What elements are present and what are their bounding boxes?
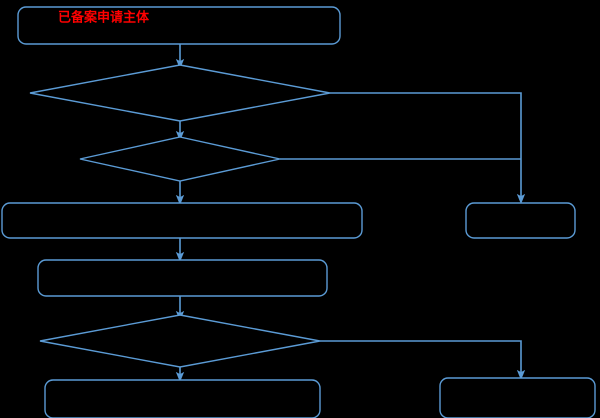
decision-node[interactable] <box>39 314 321 368</box>
process-node[interactable] <box>439 377 596 418</box>
decision-node[interactable] <box>79 136 281 182</box>
node-label: 已备案申请主体 <box>58 9 150 24</box>
decision-node[interactable] <box>29 64 331 122</box>
node-layer <box>1 6 596 418</box>
flow-connector <box>320 340 526 381</box>
flow-connector <box>330 92 526 205</box>
process-node[interactable] <box>1 202 363 239</box>
process-node[interactable] <box>44 379 321 418</box>
label-layer: 已备案申请主体 <box>58 9 150 24</box>
edge-layer <box>175 44 526 383</box>
process-node[interactable] <box>17 6 341 45</box>
process-node[interactable] <box>465 202 576 239</box>
process-node[interactable] <box>37 259 328 297</box>
